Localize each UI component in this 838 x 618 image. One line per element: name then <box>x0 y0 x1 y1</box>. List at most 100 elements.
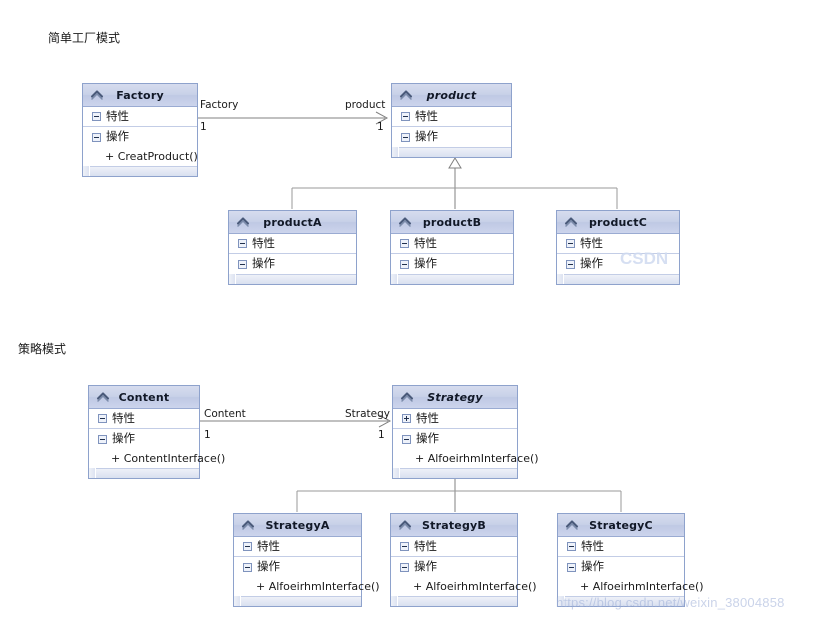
attributes-label: 特性 <box>414 235 437 250</box>
operations-row[interactable]: 操作 <box>558 557 684 577</box>
association-source-role: Factory <box>200 99 239 111</box>
operations-row[interactable]: 操作 <box>393 429 517 449</box>
minus-box-icon[interactable] <box>401 132 410 142</box>
minus-box-icon[interactable] <box>567 542 576 551</box>
minus-box-icon[interactable] <box>400 542 409 551</box>
operations-label: 操作 <box>581 559 604 574</box>
operation-item: + AlfoeirhmInterface() <box>580 580 704 593</box>
operations-label: 操作 <box>580 256 603 271</box>
attributes-label: 特性 <box>581 538 604 553</box>
attributes-row[interactable]: 特性 <box>392 107 511 127</box>
attributes-row[interactable]: 特性 <box>391 537 517 557</box>
minus-box-icon[interactable] <box>92 132 101 142</box>
minus-box-icon[interactable] <box>566 239 575 248</box>
class-box-factory[interactable]: Factory 特性 操作 + CreatProduct() <box>82 83 198 177</box>
minus-box-icon[interactable] <box>238 259 247 269</box>
class-body-strategyA: 特性 操作 + AlfoeirhmInterface() <box>234 537 380 596</box>
operations-label: 操作 <box>415 129 438 144</box>
operations-row[interactable]: 操作 <box>229 254 356 274</box>
attributes-label: 特性 <box>252 235 275 250</box>
minus-box-icon[interactable] <box>98 414 107 423</box>
section-title-strategy: 策略模式 <box>18 342 67 356</box>
collapse-chevron-icon[interactable] <box>236 215 250 229</box>
operations-label: 操作 <box>252 256 275 271</box>
attributes-label: 特性 <box>112 410 135 425</box>
class-footer <box>391 274 513 284</box>
class-footer <box>557 274 679 284</box>
collapse-chevron-icon[interactable] <box>90 88 104 102</box>
operations-row[interactable]: 操作 <box>557 254 679 274</box>
attributes-row[interactable]: 特性 <box>229 234 356 254</box>
association-source-multiplicity: 1 <box>200 121 207 133</box>
operation-item: + CreatProduct() <box>105 150 198 163</box>
collapse-chevron-icon[interactable] <box>565 518 579 532</box>
class-box-content[interactable]: Content 特性 操作 + ContentInterface() <box>88 385 225 479</box>
collapse-chevron-icon[interactable] <box>399 88 413 102</box>
attributes-row[interactable]: 特性 <box>393 409 517 429</box>
collapse-chevron-icon[interactable] <box>400 390 414 404</box>
class-header-content: Content <box>89 386 199 409</box>
class-body-productA: 特性 操作 <box>229 234 356 274</box>
attributes-label: 特性 <box>106 108 129 123</box>
operation-item: + AlfoeirhmInterface() <box>413 580 537 593</box>
class-box-strategyA[interactable]: StrategyA 特性 操作 + AlfoeirhmInterface() <box>233 513 380 607</box>
class-footer <box>83 166 197 176</box>
association-source-multiplicity: 1 <box>204 429 211 441</box>
minus-box-icon[interactable] <box>98 434 107 444</box>
class-box-productC[interactable]: productC 特性 操作 <box>556 210 680 285</box>
class-box-productA[interactable]: productA 特性 操作 <box>228 210 357 285</box>
collapse-chevron-icon[interactable] <box>241 518 255 532</box>
attributes-row[interactable]: 特性 <box>83 107 197 127</box>
operations-label: 操作 <box>416 431 439 446</box>
operations-row[interactable]: 操作 <box>391 254 513 274</box>
class-header-productA: productA <box>229 211 356 234</box>
class-box-strategyC[interactable]: StrategyC 特性 操作 + AlfoeirhmInterface() <box>557 513 704 607</box>
class-header-product: product <box>392 84 511 107</box>
operations-row[interactable]: 操作 <box>83 127 197 147</box>
collapse-chevron-icon[interactable] <box>96 390 110 404</box>
class-box-strategyB[interactable]: StrategyB 特性 操作 + AlfoeirhmInterface() <box>390 513 537 607</box>
operations-row[interactable]: 操作 <box>391 557 517 577</box>
class-body-strategyC: 特性 操作 + AlfoeirhmInterface() <box>558 537 704 596</box>
attributes-label: 特性 <box>414 538 437 553</box>
class-header-strategyA: StrategyA <box>234 514 361 537</box>
association-target-multiplicity: 1 <box>377 121 384 133</box>
operations-row[interactable]: 操作 <box>392 127 511 147</box>
class-body-factory: 特性 操作 + CreatProduct() <box>83 107 198 166</box>
minus-box-icon[interactable] <box>400 239 409 248</box>
class-box-productB[interactable]: productB 特性 操作 <box>390 210 514 285</box>
operations-row[interactable]: 操作 <box>89 429 199 449</box>
collapse-chevron-icon[interactable] <box>398 215 412 229</box>
attributes-label: 特性 <box>257 538 280 553</box>
minus-box-icon[interactable] <box>566 259 575 269</box>
attributes-row[interactable]: 特性 <box>89 409 199 429</box>
attributes-row[interactable]: 特性 <box>391 234 513 254</box>
operation-item: + AlfoeirhmInterface() <box>256 580 380 593</box>
class-header-factory: Factory <box>83 84 197 107</box>
operations-row[interactable]: 操作 <box>234 557 361 577</box>
class-box-product[interactable]: product 特性 操作 <box>391 83 512 158</box>
class-header-strategy: Strategy <box>393 386 517 409</box>
class-header-strategyB: StrategyB <box>391 514 517 537</box>
minus-box-icon[interactable] <box>401 112 410 121</box>
attributes-row[interactable]: 特性 <box>557 234 679 254</box>
minus-box-icon[interactable] <box>243 562 252 572</box>
class-footer <box>558 596 684 606</box>
minus-box-icon[interactable] <box>400 259 409 269</box>
class-name-productB: productB <box>422 215 482 229</box>
minus-box-icon[interactable] <box>92 112 101 121</box>
collapse-chevron-icon[interactable] <box>398 518 412 532</box>
attributes-row[interactable]: 特性 <box>558 537 684 557</box>
plus-box-icon[interactable] <box>402 414 411 423</box>
minus-box-icon[interactable] <box>400 562 409 572</box>
minus-box-icon[interactable] <box>243 542 252 551</box>
minus-box-icon[interactable] <box>567 562 576 572</box>
association-target-role: product <box>345 99 386 111</box>
minus-box-icon[interactable] <box>402 434 411 444</box>
class-name-content: Content <box>118 390 170 404</box>
class-box-strategy[interactable]: Strategy 特性 操作 + AlfoeirhmInterface() <box>392 385 539 479</box>
minus-box-icon[interactable] <box>238 239 247 248</box>
attributes-row[interactable]: 特性 <box>234 537 361 557</box>
collapse-chevron-icon[interactable] <box>564 215 578 229</box>
